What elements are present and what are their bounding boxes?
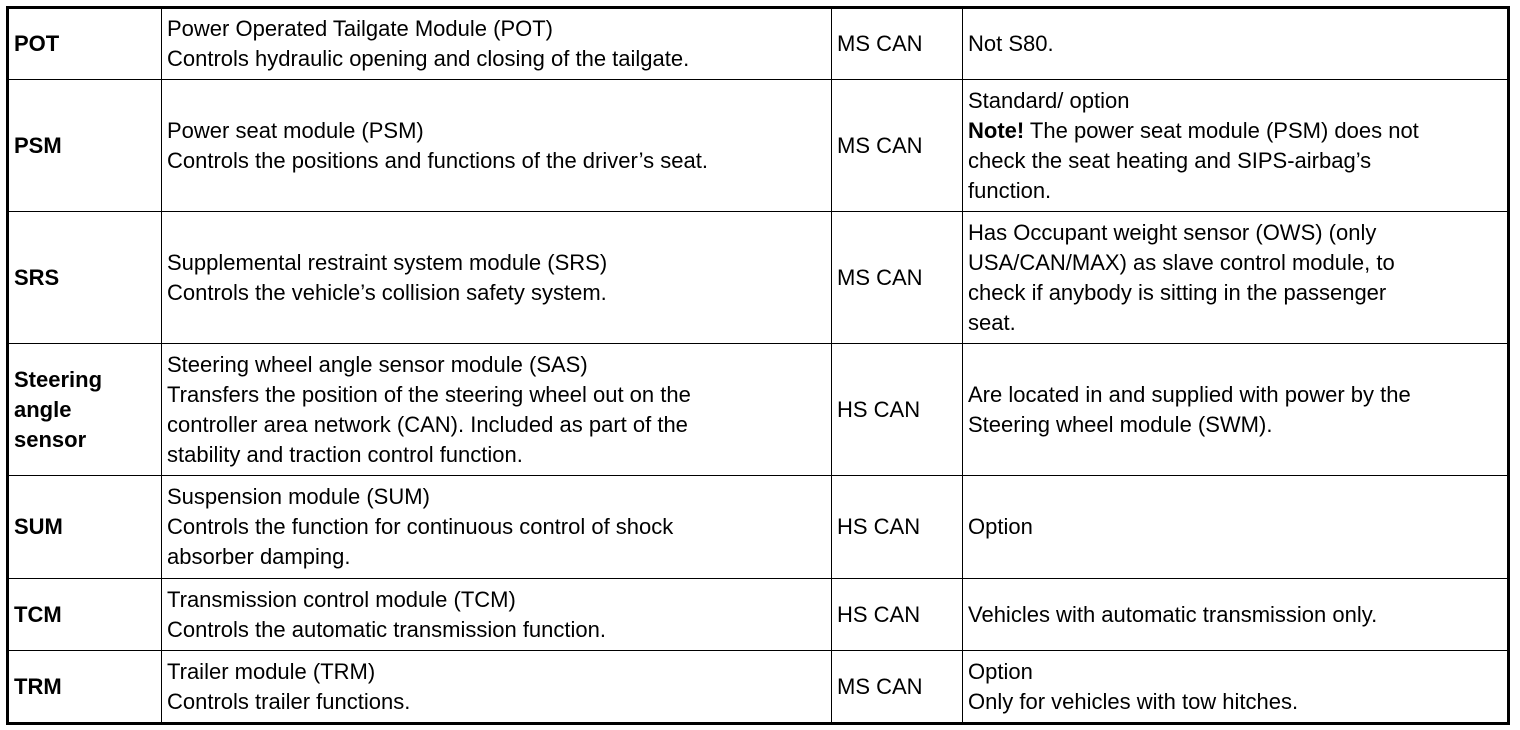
module-id-line: angle	[14, 396, 72, 422]
module-description-cell: Power Operated Tailgate Module (POT) Con…	[161, 7, 832, 80]
remark-line: check the seat heating and SIPS-airbag’s	[968, 147, 1372, 173]
module-function: Controls hydraulic opening and closing o…	[167, 46, 690, 71]
module-id-cell: TCM	[7, 578, 162, 651]
network-bus: HS CAN	[837, 601, 921, 627]
remark-line: Standard/ option	[968, 87, 1130, 113]
network-bus: MS CAN	[837, 31, 923, 56]
module-description-cell: Supplemental restraint system module (SR…	[161, 211, 832, 344]
network-bus-cell: MS CAN	[831, 650, 963, 724]
remark-line: Vehicles with automatic transmission onl…	[968, 601, 1378, 627]
module-name: Steering wheel angle sensor module (SAS)	[167, 351, 588, 377]
remark-line: Are located in and supplied with power b…	[968, 381, 1411, 407]
table-row: POT Power Operated Tailgate Module (POT)…	[7, 7, 1509, 80]
network-bus-cell: MS CAN	[831, 7, 963, 80]
module-function: Controls the vehicle’s collision safety …	[167, 279, 607, 305]
network-bus-cell: HS CAN	[831, 343, 963, 476]
module-name: Suspension module (SUM)	[167, 484, 430, 509]
module-id-cell: SRS	[7, 211, 162, 344]
module-function: stability and traction control function.	[167, 441, 523, 467]
module-function: Transfers the position of the steering w…	[167, 381, 691, 407]
network-bus: HS CAN	[837, 396, 921, 422]
table-row: PSM Power seat module (PSM) Controls the…	[7, 79, 1509, 212]
remark-line: check if anybody is sitting in the passe…	[968, 279, 1387, 305]
remark-note-text: The power seat module (PSM) does not	[1024, 117, 1419, 143]
remark-line: Has Occupant weight sensor (OWS) (only	[968, 219, 1377, 245]
module-function: Controls the positions and functions of …	[167, 147, 708, 173]
table-row: SRS Supplemental restraint system module…	[7, 211, 1509, 344]
module-id: TRM	[14, 673, 62, 699]
network-bus-cell: HS CAN	[831, 475, 963, 579]
module-name: Power seat module (PSM)	[167, 117, 424, 143]
remark-note-line: Note! The power seat module (PSM) does n…	[968, 116, 1502, 146]
module-id: PSM	[14, 132, 62, 158]
network-bus-cell: MS CAN	[831, 79, 963, 212]
module-id-line: Steering	[14, 366, 103, 392]
table-row: Steering angle sensor Steering wheel ang…	[7, 343, 1509, 476]
module-description-cell: Suspension module (SUM) Controls the fun…	[161, 475, 832, 579]
network-bus-cell: MS CAN	[831, 211, 963, 344]
table-row: TCM Transmission control module (TCM) Co…	[7, 578, 1509, 651]
table-row: SUM Suspension module (SUM) Controls the…	[7, 475, 1509, 579]
module-name: Supplemental restraint system module (SR…	[167, 249, 608, 275]
remarks-cell: Has Occupant weight sensor (OWS) (only U…	[962, 211, 1509, 344]
remark-line: Option	[968, 514, 1033, 539]
module-name: Trailer module (TRM)	[167, 658, 376, 684]
remarks-cell: Standard/ option Note! The power seat mo…	[962, 79, 1509, 212]
module-id-cell: Steering angle sensor	[7, 343, 162, 476]
table-row: TRM Trailer module (TRM) Controls traile…	[7, 650, 1509, 724]
remarks-cell: Option Only for vehicles with tow hitche…	[962, 650, 1509, 724]
remark-line: Steering wheel module (SWM).	[968, 411, 1273, 437]
module-description-cell: Transmission control module (TCM) Contro…	[161, 578, 832, 651]
module-id: SUM	[14, 514, 63, 539]
network-bus: HS CAN	[837, 514, 921, 539]
module-id: TCM	[14, 601, 62, 627]
module-function: absorber damping.	[167, 544, 351, 569]
module-id-cell: SUM	[7, 475, 162, 579]
remark-line: function.	[968, 177, 1052, 203]
remarks-cell: Vehicles with automatic transmission onl…	[962, 578, 1509, 651]
network-bus: MS CAN	[837, 673, 923, 699]
module-description-cell: Trailer module (TRM) Controls trailer fu…	[161, 650, 832, 724]
remarks-cell: Are located in and supplied with power b…	[962, 343, 1509, 476]
network-bus: MS CAN	[837, 264, 923, 290]
remarks-cell: Option	[962, 475, 1509, 579]
module-id: POT	[14, 31, 60, 56]
remarks-cell: Not S80.	[962, 7, 1509, 80]
remark-line: USA/CAN/MAX) as slave control module, to	[968, 249, 1395, 275]
remark-line: Only for vehicles with tow hitches.	[968, 688, 1299, 714]
network-bus-cell: HS CAN	[831, 578, 963, 651]
module-name: Transmission control module (TCM)	[167, 586, 516, 612]
module-id-cell: PSM	[7, 79, 162, 212]
module-id: SRS	[14, 264, 60, 290]
network-bus: MS CAN	[837, 132, 923, 158]
module-id-cell: POT	[7, 7, 162, 80]
remark-line: Option	[968, 658, 1033, 684]
module-function: Controls trailer functions.	[167, 688, 411, 714]
module-id-line: sensor	[14, 426, 87, 452]
module-table: POT Power Operated Tailgate Module (POT)…	[6, 6, 1510, 725]
module-function: Controls the function for continuous con…	[167, 514, 674, 539]
remark-line: seat.	[968, 309, 1016, 335]
module-name: Power Operated Tailgate Module (POT)	[167, 16, 553, 41]
module-description-cell: Steering wheel angle sensor module (SAS)…	[161, 343, 832, 476]
module-description-cell: Power seat module (PSM) Controls the pos…	[161, 79, 832, 212]
module-id-cell: TRM	[7, 650, 162, 724]
note-label: Note!	[968, 117, 1025, 143]
module-function: controller area network (CAN). Included …	[167, 411, 688, 437]
module-function: Controls the automatic transmission func…	[167, 616, 606, 642]
remark-line: Not S80.	[968, 31, 1054, 56]
